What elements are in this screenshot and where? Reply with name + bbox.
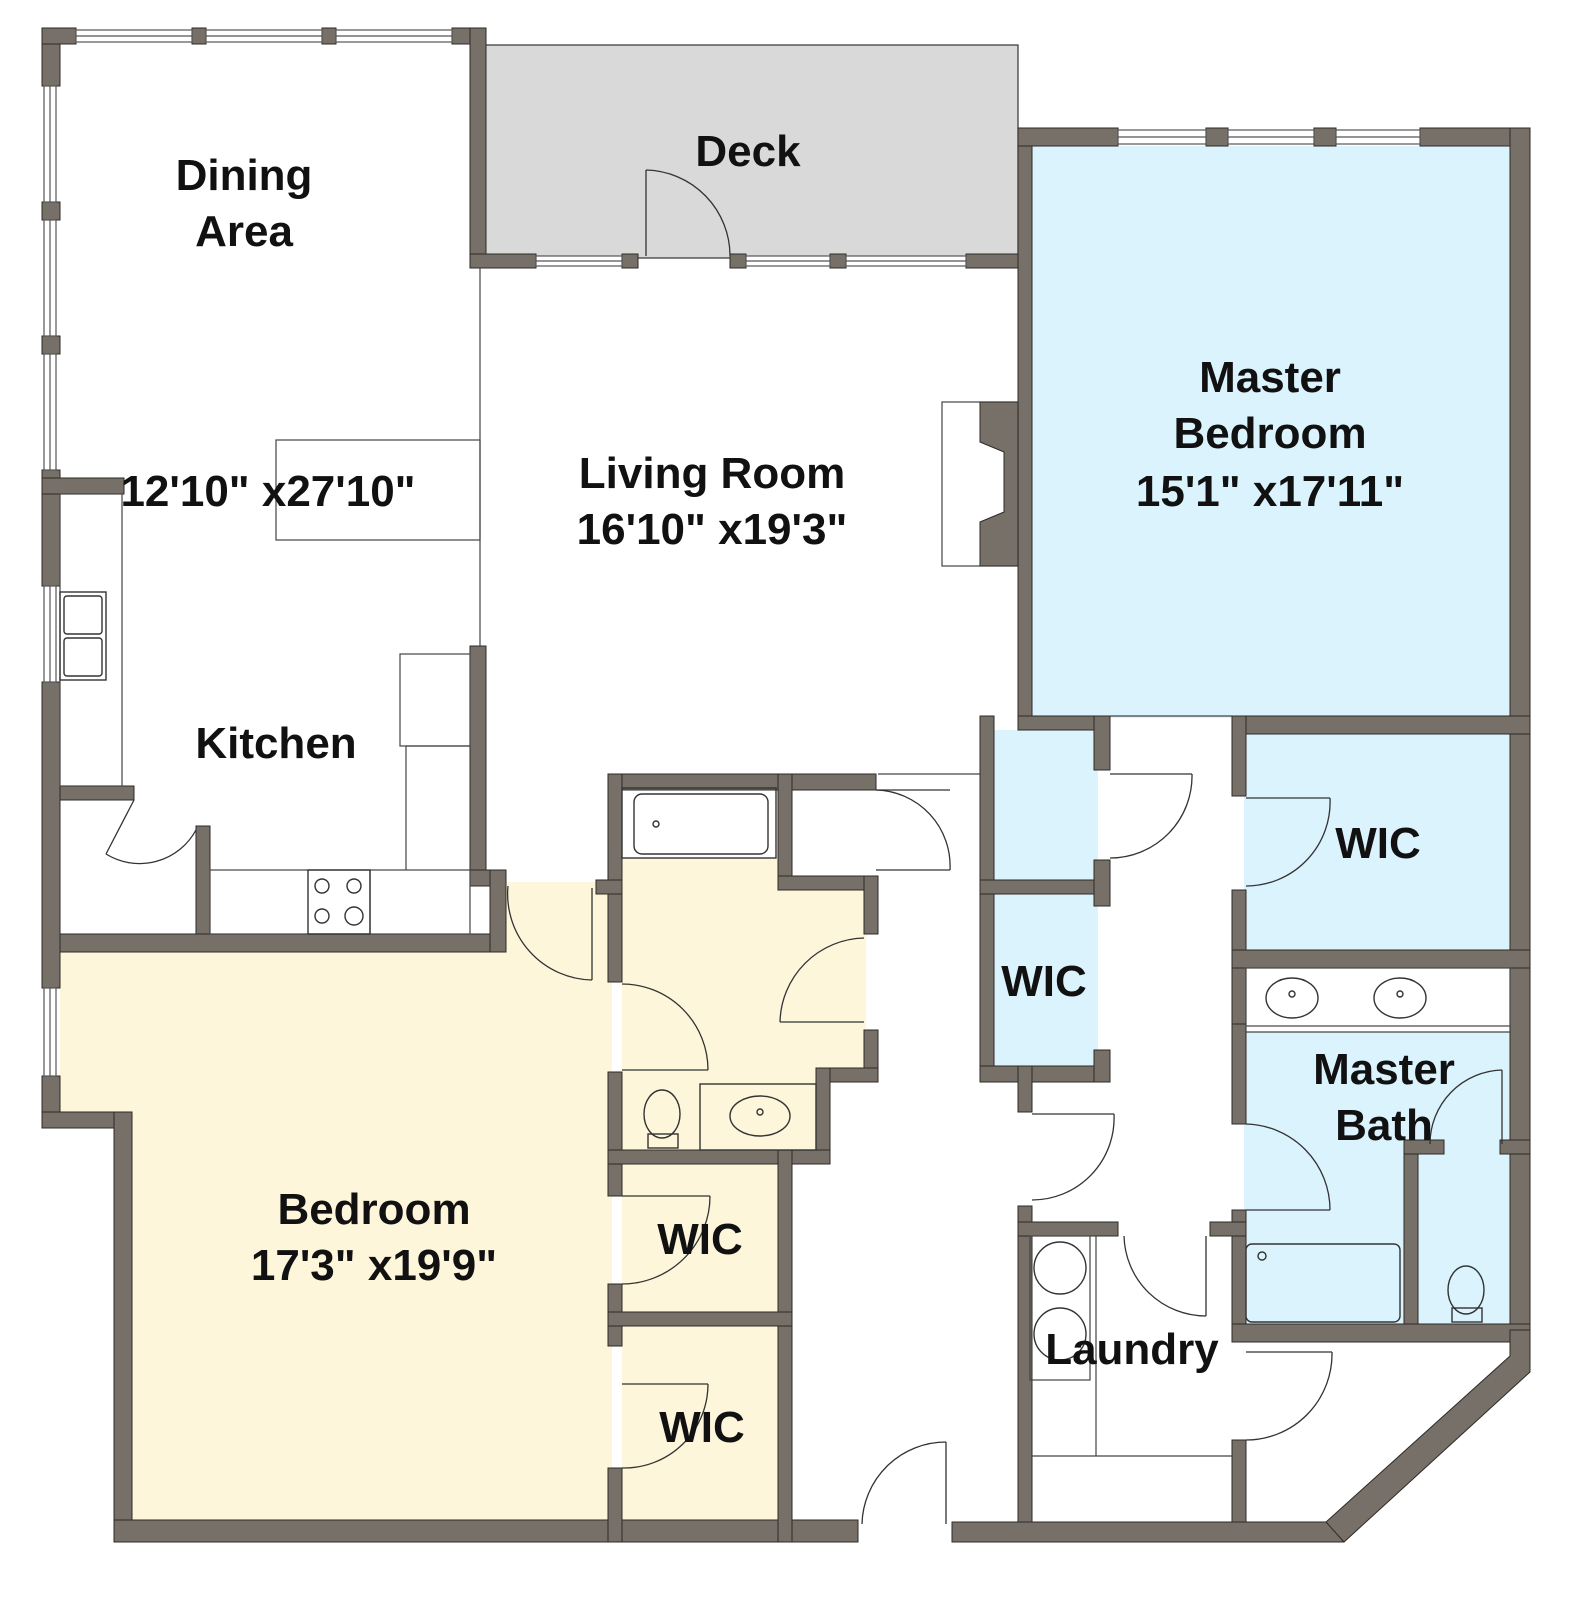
- laundry-label: Laundry: [1045, 1325, 1219, 1374]
- bath-door-right[interactable]: [779, 937, 865, 1023]
- living-room-name: Living Room: [579, 449, 845, 498]
- laundry-side-door[interactable]: [1245, 1351, 1333, 1441]
- dryer-icon: [1033, 1307, 1087, 1361]
- living-room-size: 16'10" x19'3": [577, 505, 848, 554]
- master-bedroom-name-line1: Master: [1199, 353, 1341, 402]
- master-sink-right-icon: [1373, 977, 1427, 1019]
- hall-bath-door[interactable]: [1031, 1113, 1115, 1201]
- washer-icon: [1033, 1241, 1087, 1295]
- dining-name-line1: Dining: [176, 151, 313, 200]
- water-closet-door[interactable]: [1429, 1069, 1503, 1145]
- room-fills: [60, 44, 1510, 1522]
- kitchen-label: Kitchen: [195, 719, 356, 768]
- hall-closet-door[interactable]: [1109, 773, 1193, 859]
- bedroom-wic-2-area: [622, 1326, 778, 1522]
- pantry-door[interactable]: [105, 799, 197, 865]
- bath-door-left[interactable]: [621, 983, 709, 1071]
- master-sink-left-icon: [1265, 977, 1319, 1019]
- master-wic-label: WIC: [1335, 819, 1421, 868]
- bath-sink-icon: [699, 1083, 817, 1151]
- room-labels: Dining Area 12'10" x27'10" Deck Living R…: [120, 127, 1454, 1452]
- walls: [41, 27, 1531, 1543]
- partitions: [59, 268, 1511, 1457]
- windows: [43, 29, 1421, 1077]
- master-toilet-icon: [1447, 1265, 1485, 1323]
- bedroom-wic-1-label: WIC: [657, 1215, 743, 1264]
- master-bedroom-area: [1030, 146, 1510, 718]
- master-wic-door[interactable]: [1245, 797, 1331, 887]
- master-wic-area: [1244, 734, 1510, 950]
- bath-door-top[interactable]: [875, 789, 951, 871]
- entry-door[interactable]: [861, 1441, 947, 1525]
- master-bathtub-icon: [1245, 1243, 1401, 1323]
- kitchen-sink-icon: [59, 591, 107, 681]
- deck-label: Deck: [695, 127, 801, 176]
- master-bath-door[interactable]: [1245, 1123, 1331, 1211]
- deck-door[interactable]: [645, 169, 731, 257]
- bedroom-door[interactable]: [506, 885, 593, 981]
- fireplace-icon: [941, 401, 1019, 567]
- bedroom-size: 17'3" x19'9": [251, 1241, 497, 1290]
- dining-name-line2: Area: [195, 207, 293, 256]
- range-icon: [307, 869, 371, 935]
- bedroom-area: [60, 882, 612, 1520]
- deck-area: [482, 44, 1019, 259]
- hall-wic-area: [992, 894, 1098, 1072]
- master-bath-area: [1244, 1032, 1510, 1328]
- master-bedroom-size: 15'1" x17'11": [1136, 467, 1404, 516]
- master-bath-name-line1: Master: [1313, 1045, 1455, 1094]
- toilet-icon: [643, 1089, 681, 1149]
- master-bath-name-line2: Bath: [1335, 1101, 1433, 1150]
- bedroom-wic-2-door[interactable]: [621, 1383, 709, 1469]
- bedroom-name: Bedroom: [277, 1185, 470, 1234]
- hall-closet-area: [992, 730, 1098, 882]
- bedroom-wic-2-label: WIC: [659, 1403, 745, 1452]
- bedroom-bath-area: [622, 858, 866, 1150]
- master-bedroom-name-line2: Bedroom: [1173, 409, 1366, 458]
- bedroom-wic-1-door[interactable]: [621, 1195, 711, 1285]
- doors: [105, 169, 1503, 1525]
- bathtub-icon: [621, 787, 777, 859]
- laundry-door[interactable]: [1123, 1235, 1207, 1317]
- hall-wic-label: WIC: [1001, 957, 1087, 1006]
- dining-kitchen-size: 12'10" x27'10": [120, 467, 415, 516]
